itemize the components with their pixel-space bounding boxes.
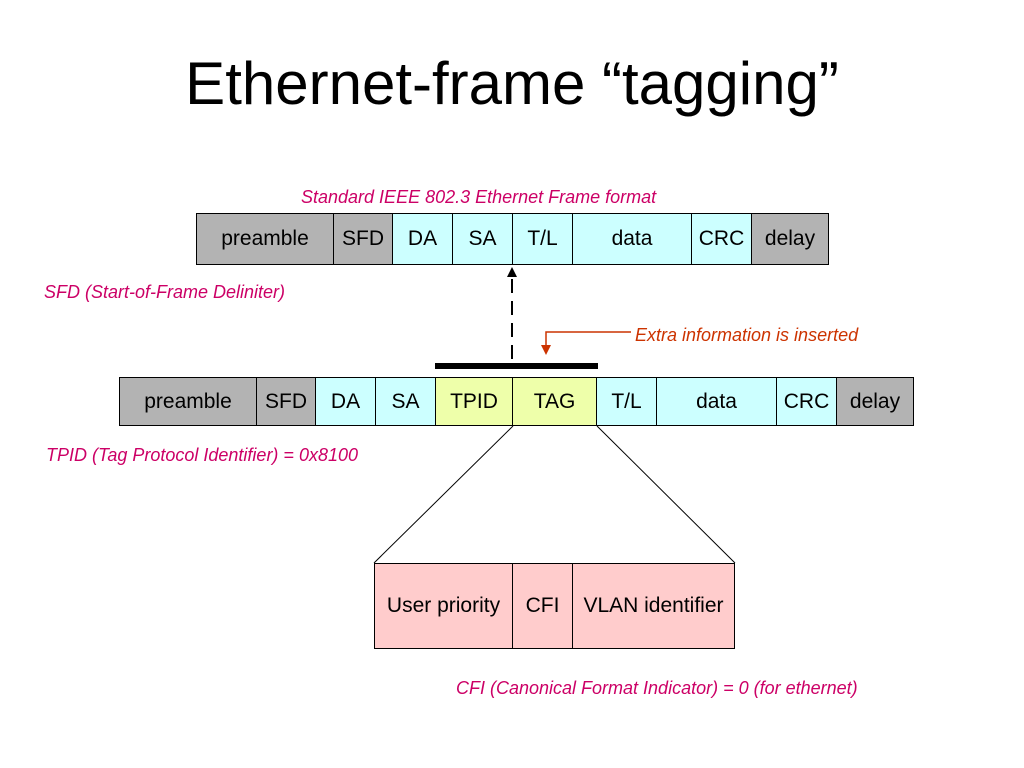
tagged-field-tpid: TPID xyxy=(436,378,513,425)
tagged-field-data: data xyxy=(657,378,777,425)
tagged-field-da: DA xyxy=(316,378,376,425)
tpid-caption: TPID (Tag Protocol Identifier) = 0x8100 xyxy=(46,445,358,465)
std-field-sa: SA xyxy=(453,214,513,264)
tag-field-cfi: CFI xyxy=(513,564,573,648)
tagged-field-tl: T/L xyxy=(597,378,657,425)
tag-field-vlan-id: VLAN identifier xyxy=(573,564,734,648)
std-field-sfd: SFD xyxy=(334,214,393,264)
extra-info-caption: Extra information is inserted xyxy=(635,325,859,345)
cfi-caption: CFI (Canonical Format Indicator) = 0 (fo… xyxy=(456,678,858,698)
sfd-caption: SFD (Start-of-Frame Deliniter) xyxy=(44,282,286,302)
tag-field-user-priority: User priority xyxy=(375,564,513,648)
standard-frame: preamble SFD DA SA T/L data CRC delay xyxy=(196,213,829,265)
std-field-da: DA xyxy=(393,214,453,264)
tagged-frame: preamble SFD DA SA TPID TAG T/L data CRC… xyxy=(119,377,914,426)
std-field-tl: T/L xyxy=(513,214,573,264)
tagged-field-preamble: preamble xyxy=(120,378,257,425)
tagged-field-sa: SA xyxy=(376,378,436,425)
tag-breakdown: User priority CFI VLAN identifier xyxy=(374,563,735,649)
tagged-field-delay: delay xyxy=(837,378,913,425)
extra-info-arrow xyxy=(541,331,631,355)
std-field-delay: delay xyxy=(752,214,828,264)
tagged-field-sfd: SFD xyxy=(257,378,316,425)
tag-expand-line-left xyxy=(373,425,514,564)
tagged-field-crc: CRC xyxy=(777,378,837,425)
std-field-crc: CRC xyxy=(692,214,752,264)
std-field-data: data xyxy=(573,214,692,264)
tag-expand-line-right xyxy=(596,425,736,564)
slide-title: Ethernet-frame “tagging” xyxy=(185,50,839,117)
standard-frame-caption: Standard IEEE 802.3 Ethernet Frame forma… xyxy=(301,187,657,207)
tagged-field-tag: TAG xyxy=(513,378,597,425)
std-field-preamble: preamble xyxy=(197,214,334,264)
